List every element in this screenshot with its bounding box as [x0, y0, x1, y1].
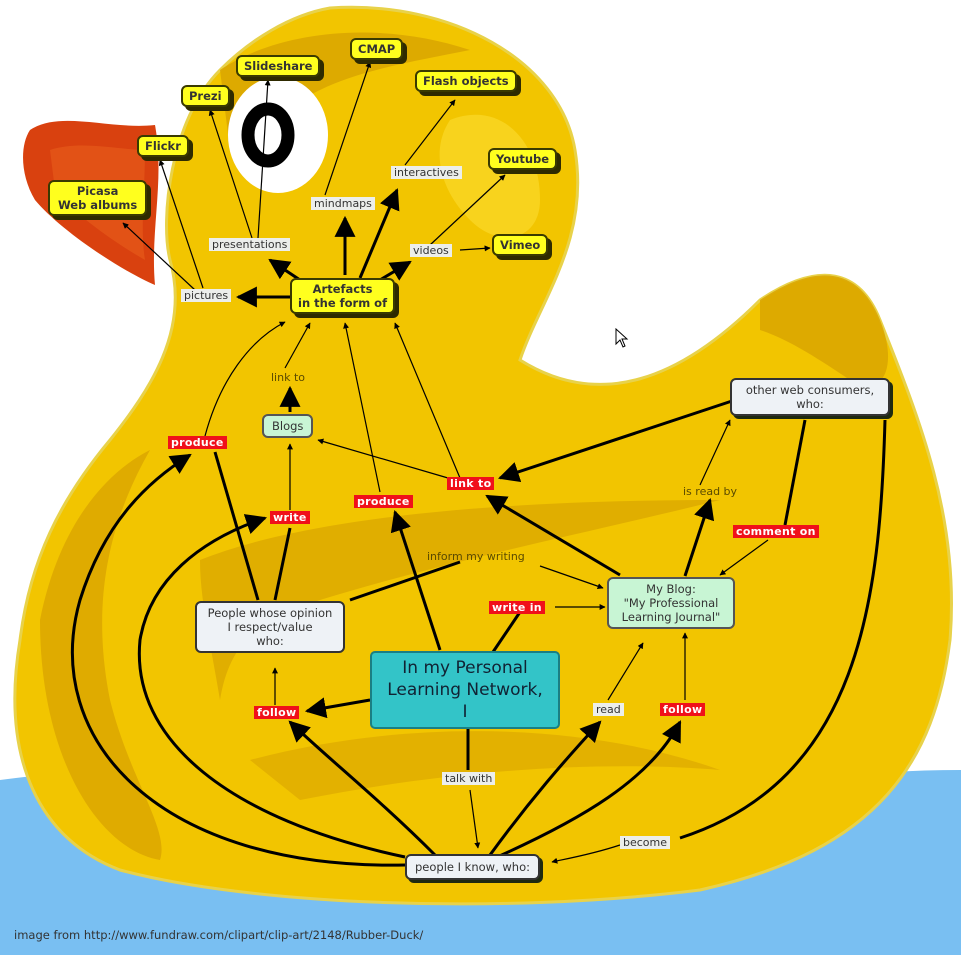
thin-connectors	[122, 61, 769, 864]
link-pictures[interactable]: pictures	[181, 289, 232, 302]
concept-line: who:	[796, 397, 824, 411]
concept-people-i-know[interactable]: people I know, who:	[405, 854, 540, 880]
concept-flash-objects[interactable]: Flash objects	[415, 70, 517, 92]
link-talk-with[interactable]: talk with	[442, 772, 496, 785]
link-is-read-by[interactable]: is read by	[683, 485, 738, 498]
concept-line: People whose opinion	[207, 606, 333, 620]
concept-flickr[interactable]: Flickr	[137, 135, 189, 157]
link-mindmaps[interactable]: mindmaps	[311, 197, 375, 210]
concept-cmap[interactable]: CMAP	[350, 38, 404, 60]
concept-line: Learning Journal"	[621, 610, 721, 624]
duck-shade	[40, 450, 162, 860]
link-interactives[interactable]: interactives	[391, 166, 462, 179]
concept-prezi[interactable]: Prezi	[181, 85, 230, 107]
duck-shade	[200, 500, 720, 700]
concept-my-blog[interactable]: My Blog: "My Professional Learning Journ…	[607, 577, 735, 629]
duck-highlight	[439, 114, 540, 238]
concept-artefacts[interactable]: Artefacts in the form of	[290, 278, 396, 314]
duck-body	[13, 5, 954, 906]
concept-line: who:	[256, 634, 284, 648]
link-produce-middle[interactable]: produce	[354, 495, 413, 508]
concept-line: I respect/value	[227, 620, 313, 634]
concept-blogs[interactable]: Blogs	[262, 414, 314, 438]
concept-line: other web consumers,	[745, 383, 875, 397]
concept-line: Learning Network,	[387, 680, 543, 700]
link-videos[interactable]: videos	[410, 244, 452, 257]
link-write-in[interactable]: write in	[489, 601, 545, 614]
link-presentations[interactable]: presentations	[209, 238, 291, 251]
link-follow-left[interactable]: follow	[254, 706, 300, 719]
link-inform-my-writing[interactable]: inform my writing	[427, 550, 525, 563]
concept-personal-learning-network[interactable]: In my Personal Learning Network, I	[370, 651, 560, 729]
concept-other-web-consumers[interactable]: other web consumers, who:	[730, 378, 890, 416]
duck-shade	[250, 731, 720, 800]
link-read[interactable]: read	[593, 703, 624, 716]
mouse-cursor-icon	[615, 328, 629, 348]
link-become[interactable]: become	[620, 836, 671, 849]
duck-shade	[760, 275, 889, 387]
concept-youtube[interactable]: Youtube	[488, 148, 558, 170]
concept-line: "My Professional	[623, 596, 719, 610]
link-link-to-artefacts[interactable]: link to	[271, 371, 305, 384]
concept-picasa-web-albums[interactable]: Picasa Web albums	[48, 180, 148, 216]
thick-connectors	[70, 188, 887, 867]
eye-white	[228, 77, 328, 193]
concept-line: My Blog:	[646, 582, 696, 596]
link-produce-left[interactable]: produce	[168, 436, 227, 449]
concept-vimeo[interactable]: Vimeo	[492, 234, 549, 256]
link-write[interactable]: write	[270, 511, 310, 524]
concept-line: Artefacts	[312, 282, 373, 296]
concept-people-whose-opinion[interactable]: People whose opinion I respect/value who…	[195, 601, 345, 653]
concept-line: Web albums	[58, 198, 138, 212]
link-link-to-blogs[interactable]: link to	[447, 477, 495, 490]
link-follow-right[interactable]: follow	[660, 703, 706, 716]
concept-line: In my Personal	[402, 658, 528, 678]
eye-pupil	[241, 102, 295, 168]
concept-line: I	[462, 702, 468, 722]
concept-slideshare[interactable]: Slideshare	[236, 55, 321, 77]
concept-line: Picasa	[76, 184, 119, 198]
concept-line: in the form of	[298, 296, 388, 310]
image-credit-caption: image from http://www.fundraw.com/clipar…	[14, 928, 424, 942]
link-comment-on[interactable]: comment on	[733, 525, 819, 538]
